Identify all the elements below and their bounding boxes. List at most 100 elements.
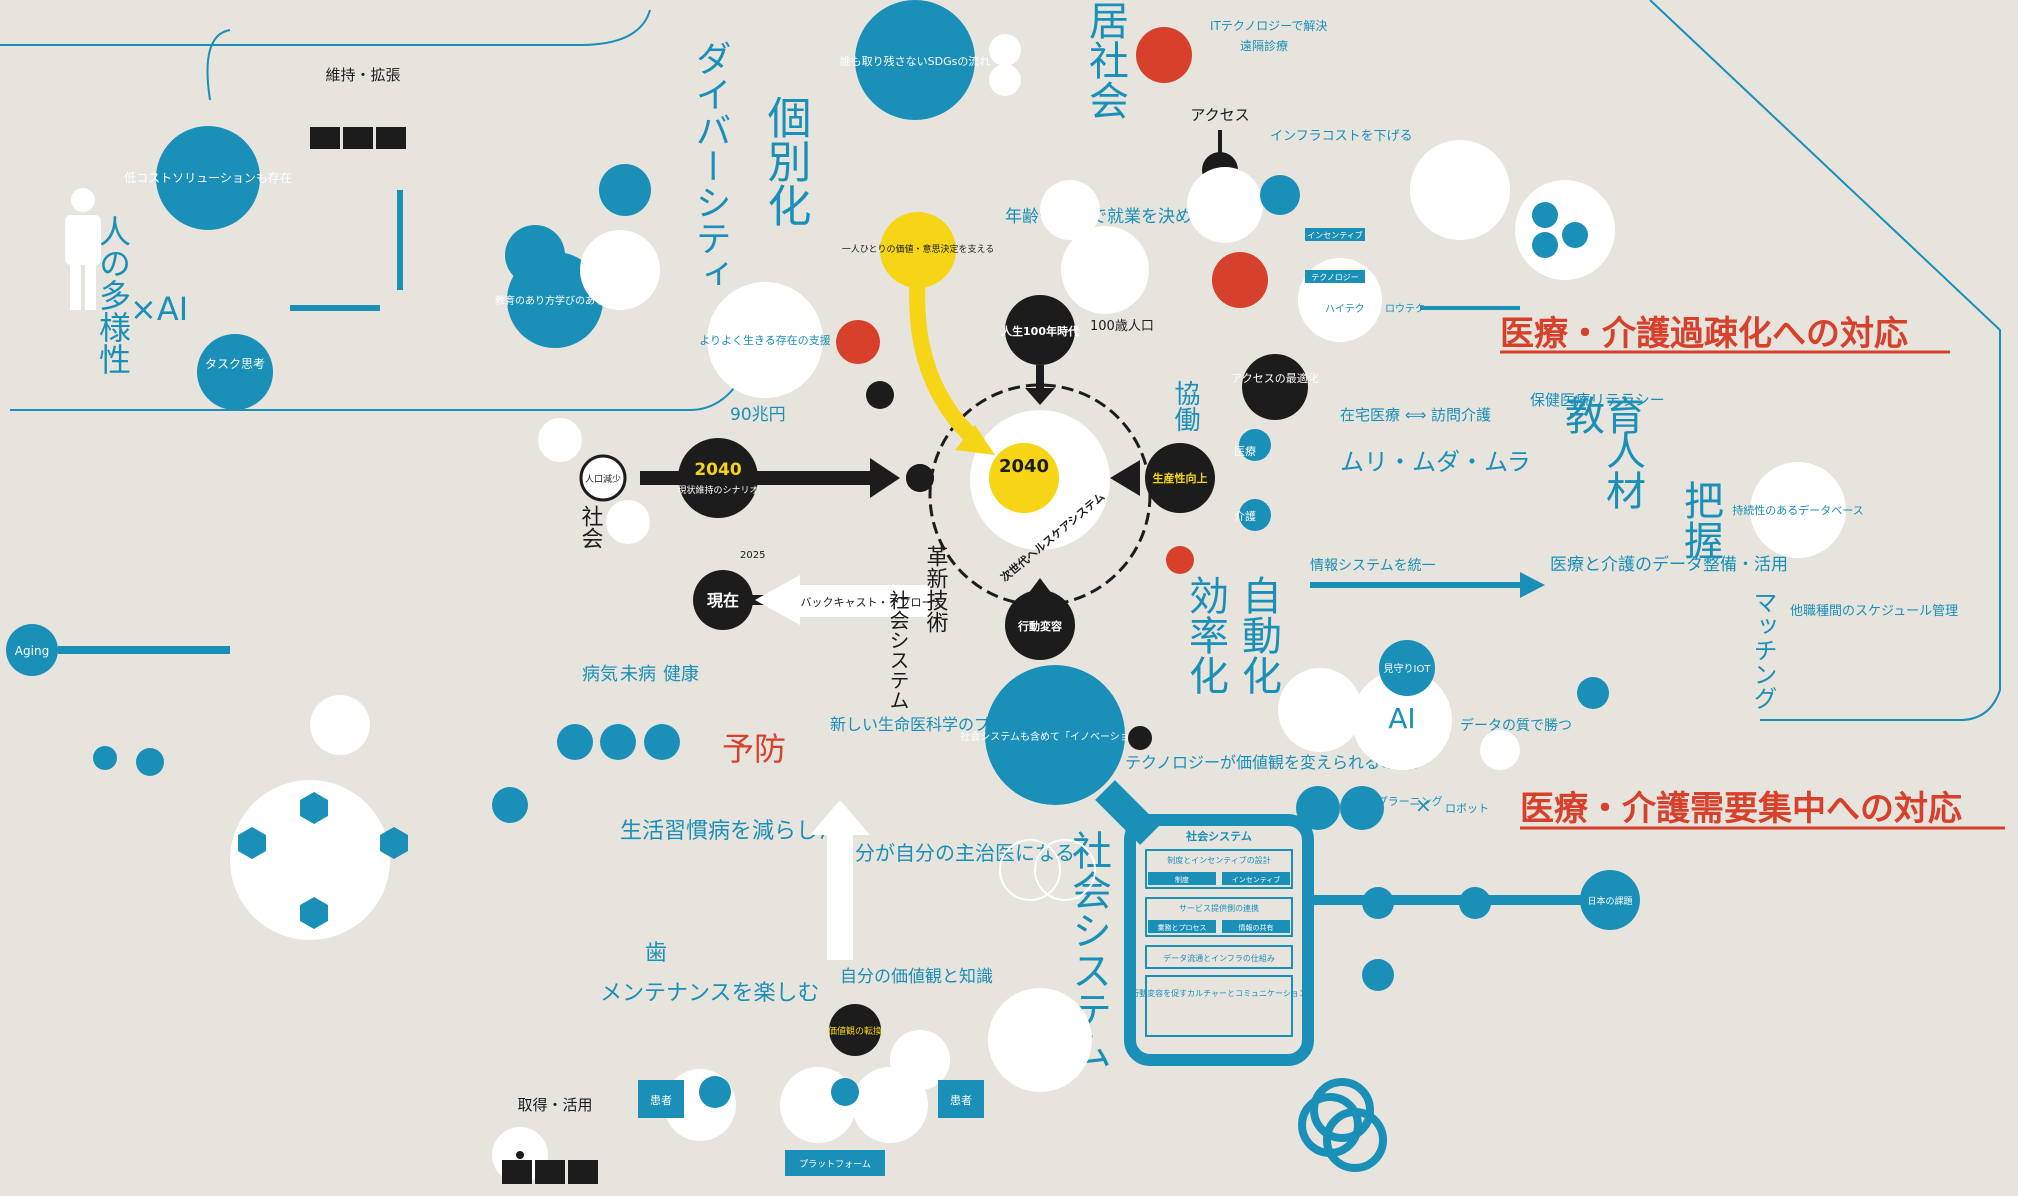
center-year: 2040: [999, 456, 1049, 477]
life100-arrowhead: [1025, 388, 1055, 405]
social-sys-tag-1-text: 制度: [1175, 875, 1189, 884]
person-icon: [65, 188, 101, 310]
task-circle: [197, 334, 273, 410]
label-disease-2: 未病: [620, 664, 656, 685]
heading-sparse: 医療・介護過疎化への対応: [1500, 314, 1908, 354]
social-sys-item-4-text: 行動変容を促すカルチャーとコミュニケーション: [1131, 988, 1307, 998]
japan-issue-text: 日本の課題: [1587, 895, 1632, 907]
heading-selfdoctor: 自分が自分の主治医になる: [835, 841, 1075, 865]
individual-dialog-circle: [880, 212, 956, 288]
white-circles: [230, 34, 1615, 1183]
iot-text: 見守りIOT: [1384, 662, 1432, 675]
population-node: [579, 454, 627, 502]
value-shift-text: 価値観の転換: [828, 1025, 882, 1037]
database-text: 持続性のあるデータベース: [1732, 503, 1863, 517]
social-innovation-circle: [985, 665, 1125, 805]
money90-text: 90兆円: [730, 405, 786, 425]
technology-text: テクノロジー: [1311, 273, 1359, 282]
platform-text: プラットフォーム: [799, 1159, 871, 1170]
social-sys-tag-3-text: 業務とプロセス: [1158, 923, 1207, 932]
patient-box-2: [938, 1080, 984, 1118]
scenario-node: [678, 438, 758, 518]
schedule-text: 他職種間のスケジュール管理: [1790, 603, 1958, 619]
iot-circle: [1379, 640, 1435, 696]
care-text: 介護: [1234, 509, 1256, 523]
low-cost-circle: [156, 126, 260, 230]
arrow-top: [206, 29, 231, 101]
label-cooperation: 協働: [1170, 380, 1200, 432]
scenario-label: 現状維持のシナリオ: [677, 484, 758, 496]
social-sys-tag-4: [1222, 920, 1290, 933]
social-sys-item-1-text: 制度とインセンティブの設計: [1167, 855, 1271, 865]
red-dots: [836, 27, 1268, 364]
label-human: 人材: [1599, 430, 1645, 510]
incentive-tag: [1305, 228, 1365, 241]
data-quality-text: データの質で勝つ: [1460, 717, 1572, 734]
self-doctor-arrowhead: [810, 800, 870, 835]
venn-white-2: [1034, 839, 1096, 901]
acquire-text: 取得・活用: [517, 1096, 592, 1114]
hitech-text: ハイテク: [1325, 303, 1365, 315]
label-prevention: 予防: [722, 730, 786, 768]
heading-data-use: 医療と介護のデータ整備・活用: [1550, 554, 1788, 575]
action-node: [1005, 590, 1075, 660]
individual-dialog-text: 一人ひとりの価値・意思決定を支える: [842, 243, 994, 255]
label-disease-1: 病気: [582, 664, 618, 685]
action-arrowhead: [1025, 578, 1055, 598]
deep-text: ディープラーニング: [1345, 794, 1443, 808]
hexagon-icons: [238, 792, 408, 929]
now-text: 現在: [707, 591, 739, 610]
venn-3: [1310, 1078, 1374, 1142]
label-grasp: 把握: [1677, 480, 1723, 560]
now-node: [693, 570, 753, 630]
social-sys-item-2: [1145, 897, 1293, 937]
low-cost-text: 低コストソリューションも存在: [124, 171, 292, 185]
robot-text: ロボット: [1445, 802, 1489, 815]
productivity-text: 生産性向上: [1153, 471, 1208, 485]
info-unify-text: 情報システムを統一: [1310, 558, 1436, 574]
social-sys-item-3-text: データ流通とインフラの仕組み: [1163, 953, 1275, 963]
heading-concentration: 医療・介護需要集中への対応: [1520, 789, 1962, 829]
task-text: タスク思考: [205, 357, 265, 371]
boundary-right: [1649, 0, 2001, 721]
social-sys-tag-3: [1148, 920, 1216, 933]
ai-circle: [1352, 670, 1452, 770]
heading-tech-value: テクノロジーが価値観を変えられるのか？: [1125, 753, 1428, 772]
year-2025: 2025: [740, 550, 765, 561]
literacy-text: 保健医療リテラシー: [1530, 391, 1665, 409]
social-sys-item-1: [1145, 849, 1293, 889]
label-social-system-small: 社会システム: [886, 590, 910, 710]
access-opt-text: アクセスの最適化: [1231, 371, 1318, 385]
access-opt-node: [1242, 354, 1308, 420]
technology-tag: [1305, 270, 1365, 283]
label-disease-3: 健康: [663, 664, 699, 685]
action-text: 行動変容: [1017, 619, 1062, 633]
boundary-top-left: [0, 9, 651, 46]
center-yellow-core: [989, 443, 1059, 513]
japan-issue-circle: [1580, 870, 1640, 930]
social-sys-item-3: [1145, 945, 1293, 969]
scenario-year: 2040: [694, 460, 741, 480]
access-text: アクセス: [1190, 106, 1249, 124]
label-ai-cross: ×AI: [130, 290, 188, 328]
value-shift-circle: [829, 1004, 881, 1056]
scenario-arrowhead: [870, 458, 900, 498]
heading-maintenance: メンテナンスを楽しむ: [600, 981, 820, 1006]
label-diversity: ダイバーシティ: [690, 40, 731, 292]
remote-text: 遠隔診療: [1240, 38, 1288, 53]
heading-infra-cost: インフラコストを下げる: [1270, 129, 1413, 144]
red-dot-right: [1166, 546, 1194, 574]
label-education: 教育: [1565, 394, 1645, 440]
aging-text: Aging: [15, 644, 49, 658]
info-unify-arrowhead: [1520, 572, 1545, 598]
backcast-bar: [800, 585, 930, 617]
social-sys-item-2-text: サービス提供側の連携: [1179, 903, 1259, 913]
tooth-text: 歯: [645, 941, 667, 966]
robot-cross: ×: [1415, 793, 1432, 817]
backcast-text: バックキャスト・アプローチ: [801, 596, 944, 609]
home-care-text: 在宅医療 ⟺ 訪問介護: [1340, 406, 1491, 424]
social-innovation-text: 社会システムも含めて「イノベーション」: [960, 730, 1150, 743]
patient-text: 患者: [650, 1094, 672, 1107]
platform-box: [785, 1150, 885, 1176]
yellow-arrow: [909, 274, 981, 446]
